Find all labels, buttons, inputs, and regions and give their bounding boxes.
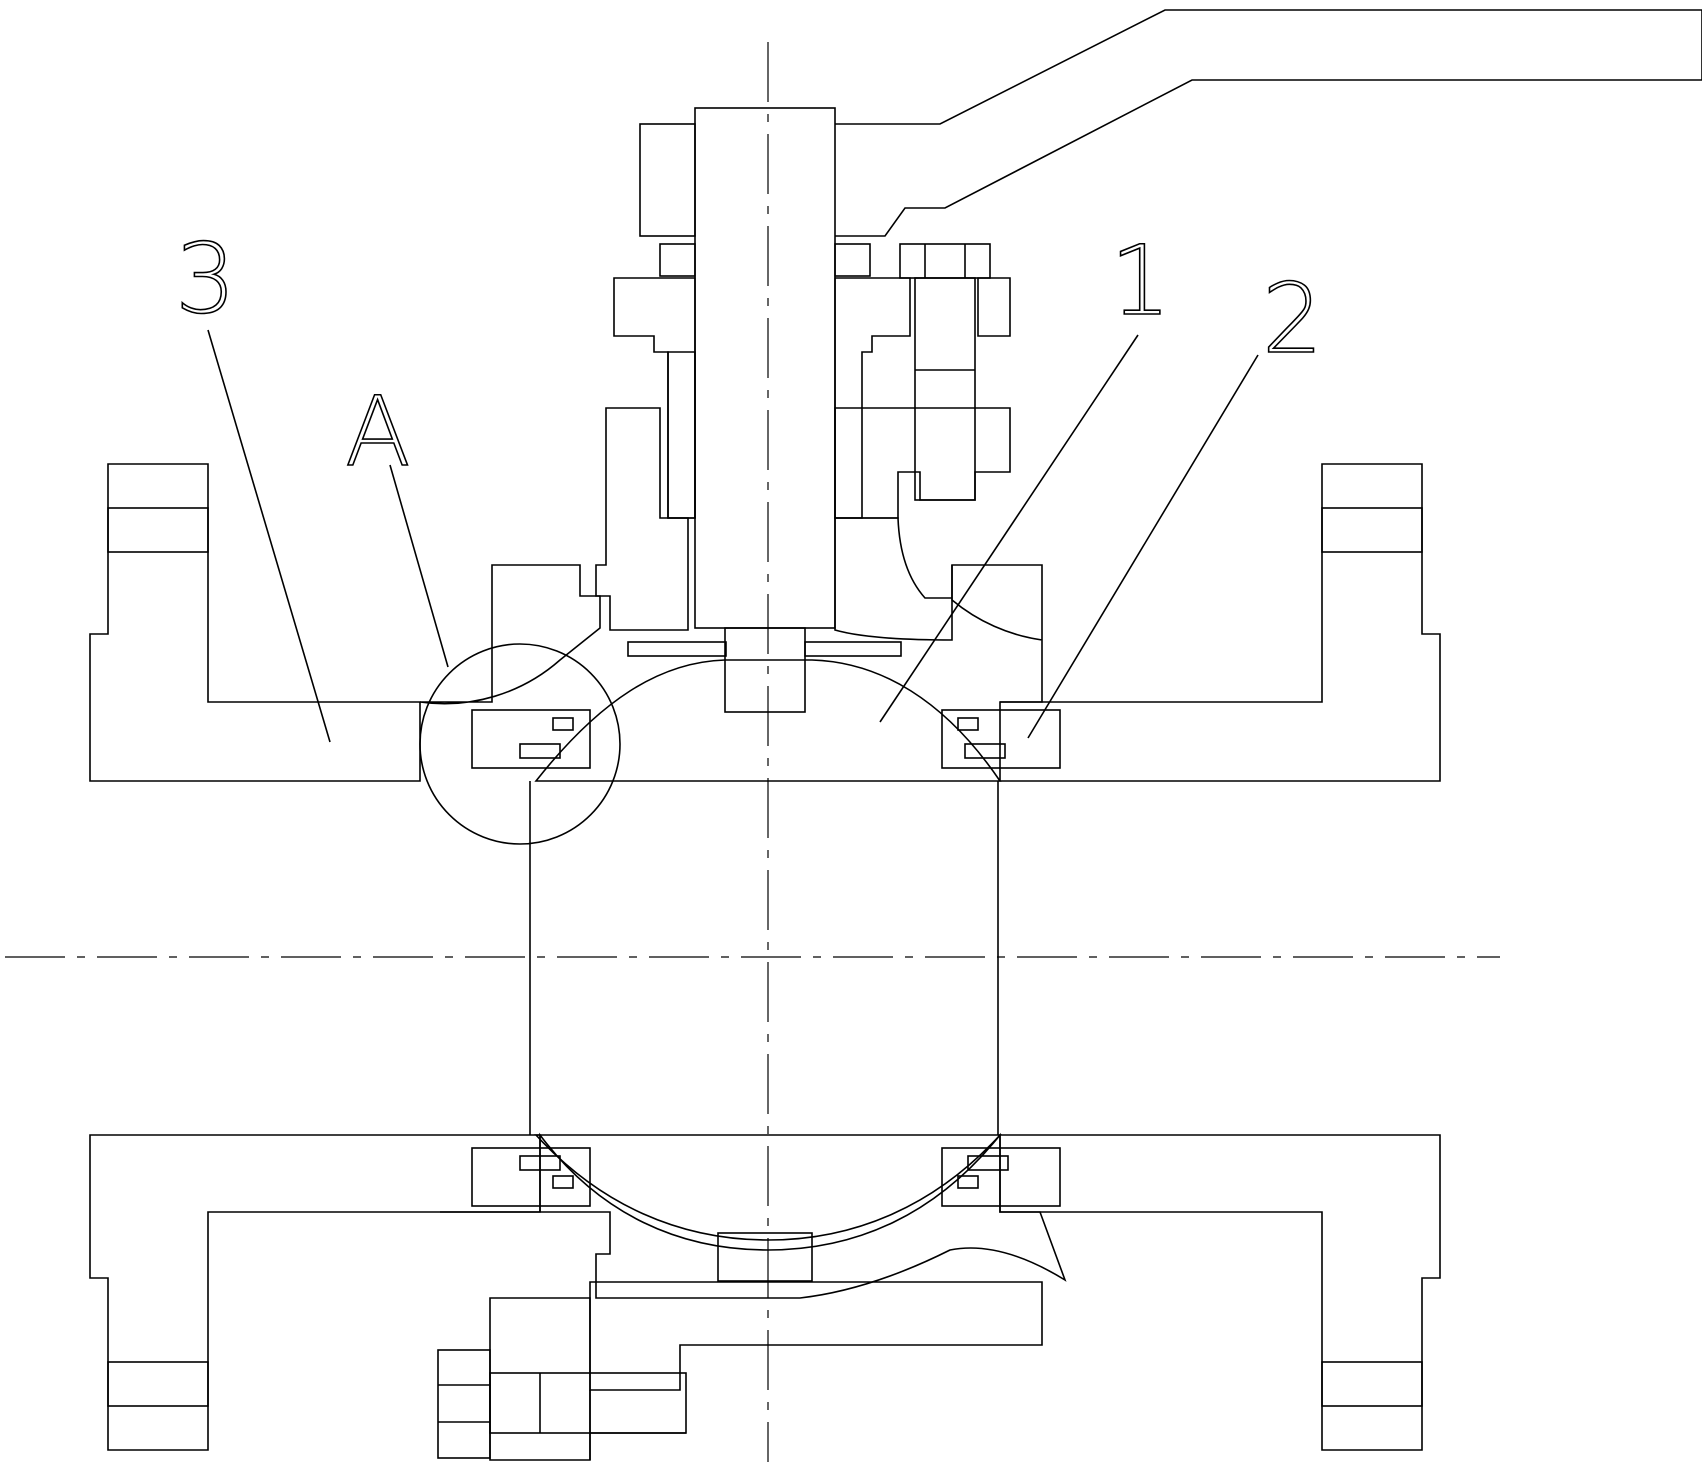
leader-detail-a	[389, 464, 449, 668]
upper-center-body	[419, 407, 1043, 705]
gland-bolt	[899, 243, 991, 501]
leader-part-3	[207, 329, 331, 743]
bottom-bolt	[437, 1349, 687, 1460]
callout-part-3: 3	[175, 223, 236, 335]
valve-handle	[835, 9, 1702, 237]
lower-body	[440, 1132, 1067, 1461]
leader-part-1	[879, 334, 1139, 723]
callout-detail-a: A	[345, 376, 411, 488]
packing-gland	[613, 277, 1011, 519]
valve-stem	[627, 107, 902, 713]
detail-circle-a	[419, 643, 621, 845]
leader-part-2	[1027, 354, 1259, 739]
seat-ring-part-2	[471, 709, 1061, 1207]
callout-part-2: 2	[1262, 263, 1323, 375]
callout-part-1: 1	[1110, 225, 1171, 337]
right-body-end	[999, 463, 1441, 1451]
ball-part-1	[529, 659, 1002, 1241]
